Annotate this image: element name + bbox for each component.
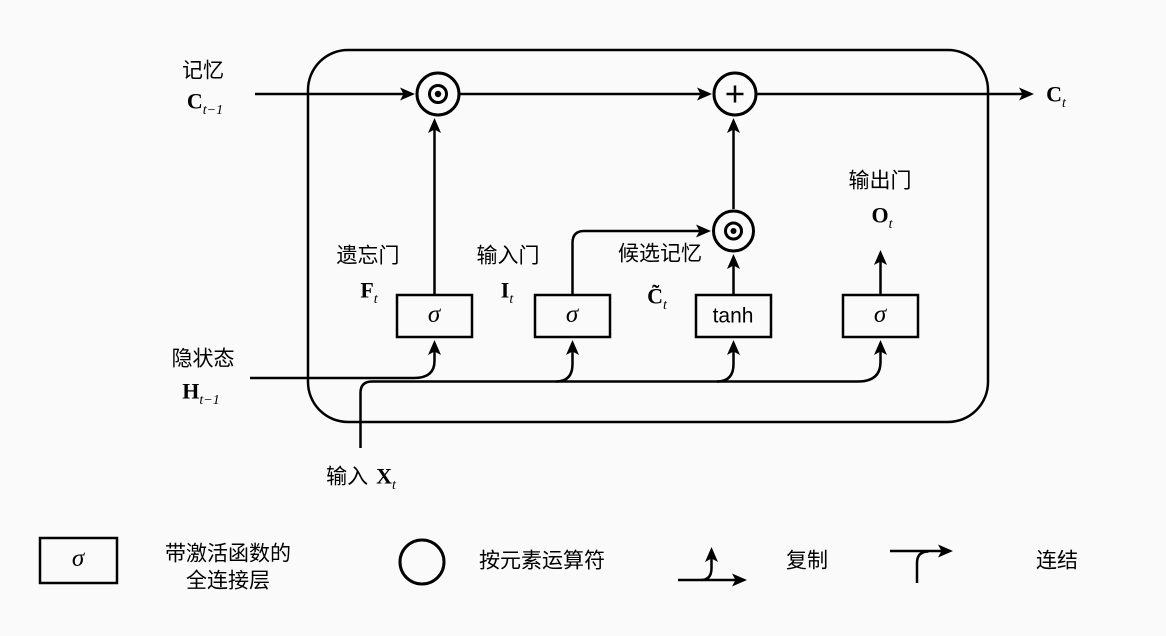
lstm-cell-boundary [306, 48, 990, 424]
candidate-tanh-box [694, 293, 773, 339]
gate-sigma-1-label: σ [427, 300, 441, 328]
input-gate-var: It [500, 277, 514, 308]
forget-gate-label: 遗忘门 [336, 244, 400, 268]
legend-concat-label: 连结 [1036, 549, 1078, 573]
output-gate-label: 输出门 [848, 169, 912, 193]
input-gate-label: 输入门 [476, 244, 540, 268]
input-gate-box [533, 293, 612, 339]
legend-concat-symbol-icon [890, 544, 953, 583]
legend-copy-symbol-icon [678, 547, 747, 587]
hidden-state-label: 隐状态 [171, 347, 235, 371]
legend-copy-label: 复制 [786, 549, 828, 573]
hidden-state-var: Ht−1 [182, 378, 220, 409]
inputgate-to-multiply2-arrow [571, 224, 711, 295]
legend-operator-circle [398, 538, 446, 586]
input-x-line [359, 340, 887, 448]
legend-elementwise-label: 按元素运算符 [479, 549, 605, 573]
copy-branch-input-gate [555, 340, 579, 383]
cell-output-var: Ct [1046, 81, 1066, 112]
gate-sigma-3-label: σ [873, 300, 887, 328]
forget-gate-box [395, 293, 474, 339]
legend-sigma-label: σ [71, 544, 85, 572]
copy-branch-tanh [716, 340, 740, 383]
legend-fc-label: 带激活函数的 全连接层 [165, 542, 291, 593]
elementwise-multiply-1-icon [415, 71, 461, 117]
candidate-var: C̃t [647, 283, 667, 314]
elementwise-multiply-2-icon [712, 209, 755, 253]
output-gate-var: Ot [871, 202, 893, 233]
candidate-label: 候选记忆 [618, 242, 702, 266]
gate-sigma-2-label: σ [565, 300, 579, 328]
gate-tanh-label: tanh [712, 304, 754, 328]
add-operator-icon [712, 71, 758, 117]
forget-gate-var: Ft [360, 277, 378, 308]
memory-label: 记忆 [182, 59, 224, 83]
memory-var: Ct−1 [186, 88, 224, 119]
output-gate-box [841, 293, 920, 339]
legend-activation-box [38, 536, 119, 585]
hidden-state-line [250, 340, 441, 380]
